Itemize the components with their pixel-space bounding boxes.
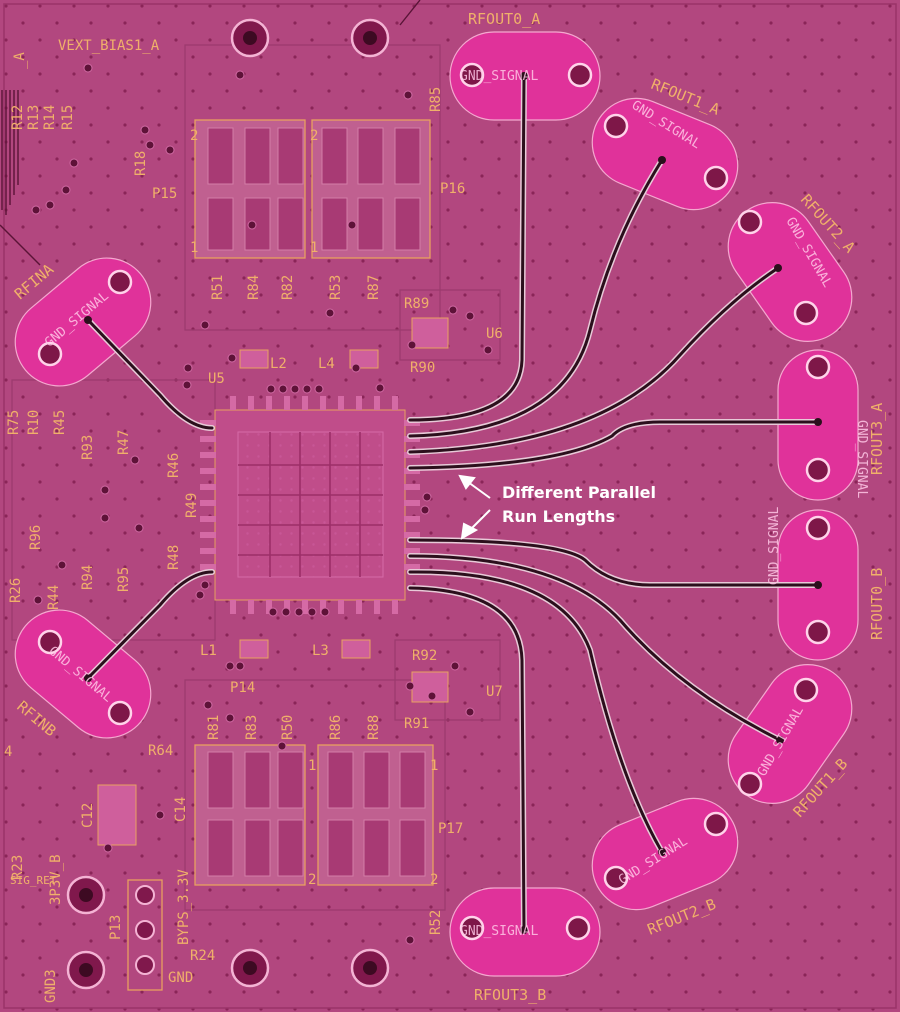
edge-traces — [0, 0, 421, 266]
silkscreen-labels: VEXT_BIAS1_A _A R12 R13 R14 R15 R18 P15 … — [4, 38, 503, 1003]
svg-text:R47: R47 — [116, 430, 132, 455]
label-rfout3-a: RFOUT3_A — [868, 403, 886, 475]
trace-rfout0-a — [408, 74, 526, 422]
svg-text:R89: R89 — [404, 296, 429, 312]
svg-text:GND_SIGNAL: GND_SIGNAL — [460, 924, 538, 939]
mounting-holes — [66, 18, 390, 990]
svg-text:L2: L2 — [270, 356, 287, 372]
svg-text:1: 1 — [310, 240, 318, 256]
trace-rfout0-b — [408, 538, 820, 587]
svg-text:R91: R91 — [404, 716, 429, 732]
svg-text:R15: R15 — [60, 105, 76, 130]
svg-text:R45: R45 — [52, 410, 68, 435]
svg-text:R90: R90 — [410, 360, 435, 376]
svg-text:1: 1 — [430, 758, 438, 774]
svg-text:R94: R94 — [80, 565, 96, 590]
trace-rfout3-a — [408, 420, 820, 470]
svg-text:GND_SIGNAL: GND_SIGNAL — [767, 507, 782, 585]
label-rfout3-b: RFOUT3_B — [474, 986, 546, 1004]
svg-text:_A: _A — [12, 52, 28, 69]
annotation-arrows — [458, 474, 491, 540]
header-p13 — [127, 879, 163, 991]
svg-text:P17: P17 — [438, 821, 463, 837]
trace-rfout1-a — [408, 158, 664, 438]
svg-text:R83: R83 — [244, 715, 260, 740]
svg-text:2: 2 — [190, 128, 198, 144]
annotation-line1: Different Parallel — [502, 483, 656, 502]
svg-text:2: 2 — [308, 872, 316, 888]
passive-footprints — [97, 317, 449, 846]
trace-rfout1-b — [408, 554, 782, 742]
svg-text:R86: R86 — [328, 715, 344, 740]
svg-text:R81: R81 — [206, 715, 222, 740]
svg-text:GND_SIGNAL: GND_SIGNAL — [854, 420, 869, 498]
svg-text:R12: R12 — [10, 105, 26, 130]
svg-text:R52: R52 — [428, 910, 444, 935]
svg-text:R10: R10 — [26, 410, 42, 435]
svg-text:SIG_RET: SIG_RET — [10, 874, 57, 887]
trace-rfinb — [86, 570, 214, 680]
svg-text:R96: R96 — [28, 525, 44, 550]
svg-text:GND_SIGNAL: GND_SIGNAL — [460, 69, 538, 84]
svg-text:R23: R23 — [10, 855, 26, 880]
svg-text:R24: R24 — [190, 948, 215, 964]
svg-text:R26: R26 — [8, 578, 24, 603]
svg-text:VEXT_BIAS1_A: VEXT_BIAS1_A — [58, 38, 160, 54]
label-rfout0-a: RFOUT0_A — [468, 10, 540, 28]
central-ic — [200, 396, 420, 614]
svg-text:2: 2 — [430, 872, 438, 888]
trace-rfout3-b — [408, 586, 526, 932]
rf-traces — [84, 72, 822, 934]
svg-text:R46: R46 — [166, 453, 182, 478]
trace-rfout2-a — [408, 266, 780, 454]
svg-text:R14: R14 — [42, 105, 58, 130]
svg-text:R53: R53 — [328, 275, 344, 300]
svg-text:P14: P14 — [230, 680, 255, 696]
svg-text:4: 4 — [4, 744, 12, 760]
svg-text:R44: R44 — [46, 585, 62, 610]
svg-text:L1: L1 — [200, 643, 217, 659]
label-rfout0-b: RFOUT0_B — [868, 568, 886, 640]
svg-text:P13: P13 — [108, 915, 124, 940]
svg-text:3P3V_B: 3P3V_B — [48, 854, 64, 905]
port-pad-holes — [37, 62, 831, 941]
svg-text:U7: U7 — [486, 684, 503, 700]
svg-text:R51: R51 — [210, 275, 226, 300]
svg-text:1: 1 — [308, 758, 316, 774]
svg-text:R50: R50 — [280, 715, 296, 740]
svg-text:P16: P16 — [440, 181, 465, 197]
svg-text:R88: R88 — [366, 715, 382, 740]
svg-text:R18: R18 — [133, 151, 149, 176]
svg-text:R82: R82 — [280, 275, 296, 300]
svg-text:BYPS_3.3V: BYPS_3.3V — [176, 869, 192, 945]
svg-text:R48: R48 — [166, 545, 182, 570]
svg-text:U5: U5 — [208, 371, 225, 387]
svg-text:R84: R84 — [246, 275, 262, 300]
svg-text:R87: R87 — [366, 275, 382, 300]
svg-text:2: 2 — [310, 128, 318, 144]
annotation-line2: Run Lengths — [502, 507, 615, 526]
svg-text:R85: R85 — [428, 87, 444, 112]
svg-text:C12: C12 — [80, 803, 96, 828]
vias — [31, 63, 493, 945]
svg-text:R64: R64 — [148, 743, 173, 759]
svg-text:R75: R75 — [6, 410, 22, 435]
svg-text:R95: R95 — [116, 567, 132, 592]
svg-text:C14: C14 — [173, 797, 189, 822]
svg-text:L4: L4 — [318, 356, 335, 372]
svg-text:P15: P15 — [152, 186, 177, 202]
svg-text:GND3: GND3 — [43, 969, 59, 1003]
svg-text:R92: R92 — [412, 648, 437, 664]
svg-text:R49: R49 — [184, 493, 200, 518]
svg-text:1: 1 — [190, 240, 198, 256]
svg-text:L3: L3 — [312, 643, 329, 659]
svg-text:R13: R13 — [26, 105, 42, 130]
svg-text:U6: U6 — [486, 326, 503, 342]
svg-text:R93: R93 — [80, 435, 96, 460]
trace-rfina — [86, 318, 214, 430]
pad-rfout1-a — [591, 97, 739, 211]
svg-text:GND: GND — [168, 970, 193, 986]
trace-rfout2-b — [408, 570, 664, 854]
